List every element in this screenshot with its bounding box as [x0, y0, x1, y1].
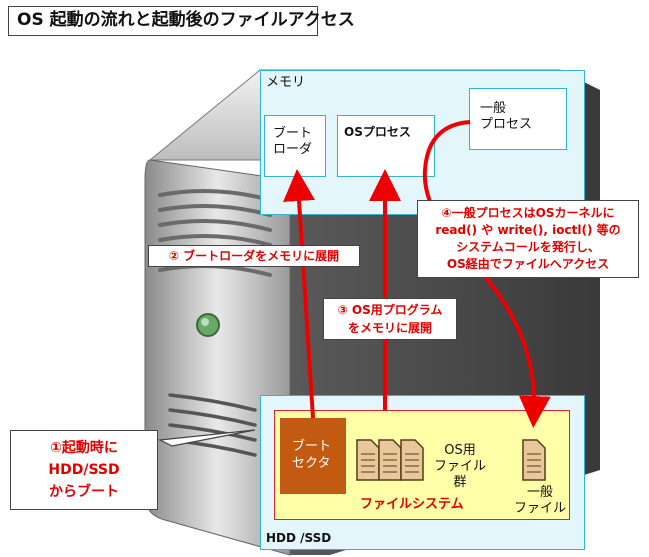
- boot-loader-label-2: ローダ: [273, 142, 313, 157]
- memory-label: メモリ: [266, 75, 306, 90]
- arrow-boot-loader: [283, 169, 315, 419]
- general-file-label: 一般 ファイル: [510, 485, 570, 517]
- callout-step4-line3: システムコールを発行し、: [456, 240, 600, 254]
- callout-step4: ④一般プロセスはOSカーネルに read() や write(), ioctl(…: [417, 200, 639, 278]
- callout-step1: ①起動時に HDD/SSD からブート: [10, 430, 158, 510]
- filesystem-label: ファイルシステム: [360, 497, 464, 512]
- page-title: OS 起動の流れと起動後のファイルアクセス: [8, 6, 355, 36]
- boot-loader-box: ブート ローダ: [264, 115, 326, 177]
- boot-sector-label-2: セクタ: [292, 456, 331, 471]
- callout-step3-line2: をメモリに展開: [347, 321, 432, 335]
- os-files-label-1: OS用: [444, 443, 476, 458]
- os-file-group-icons: [356, 439, 424, 481]
- callout-step2: ② ブートローダをメモリに展開: [148, 245, 360, 267]
- os-process-box: OSプロセス: [337, 115, 435, 177]
- boot-sector-label-1: ブート: [292, 439, 332, 454]
- os-files-label: OS用 ファイル群: [430, 443, 490, 491]
- callout-step4-line4: OS経由でファイルへアクセス: [446, 257, 610, 271]
- general-process-box: 一般 プロセス: [469, 88, 567, 150]
- file-icon: [400, 439, 424, 481]
- boot-loader-label-1: ブート: [273, 126, 313, 141]
- general-file-label-1: 一般: [526, 485, 553, 500]
- callout-step1-line3: からブート: [49, 484, 119, 500]
- general-file-icon: [522, 439, 546, 481]
- os-process-label: OSプロセス: [344, 125, 411, 139]
- callout-step3: ③ OS用プログラム をメモリに展開: [323, 298, 457, 340]
- os-files-label-2: ファイル群: [433, 459, 486, 490]
- boot-sector-box: ブート セクタ: [280, 418, 346, 494]
- callout-step1-line1: ①起動時に: [50, 440, 118, 456]
- disk-label: HDD /SSD: [266, 531, 332, 545]
- general-process-label-1: 一般: [480, 101, 507, 116]
- callout-step3-line1: ③ OS用プログラム: [337, 303, 443, 317]
- general-process-label-2: プロセス: [480, 117, 533, 132]
- callout-step4-line2: read() や write(), ioctl() 等の: [435, 223, 621, 237]
- callout-step1-line2: HDD/SSD: [48, 462, 120, 478]
- callout-step4-line1: ④一般プロセスはOSカーネルに: [441, 206, 615, 220]
- general-file-label-2: ファイル: [513, 501, 566, 516]
